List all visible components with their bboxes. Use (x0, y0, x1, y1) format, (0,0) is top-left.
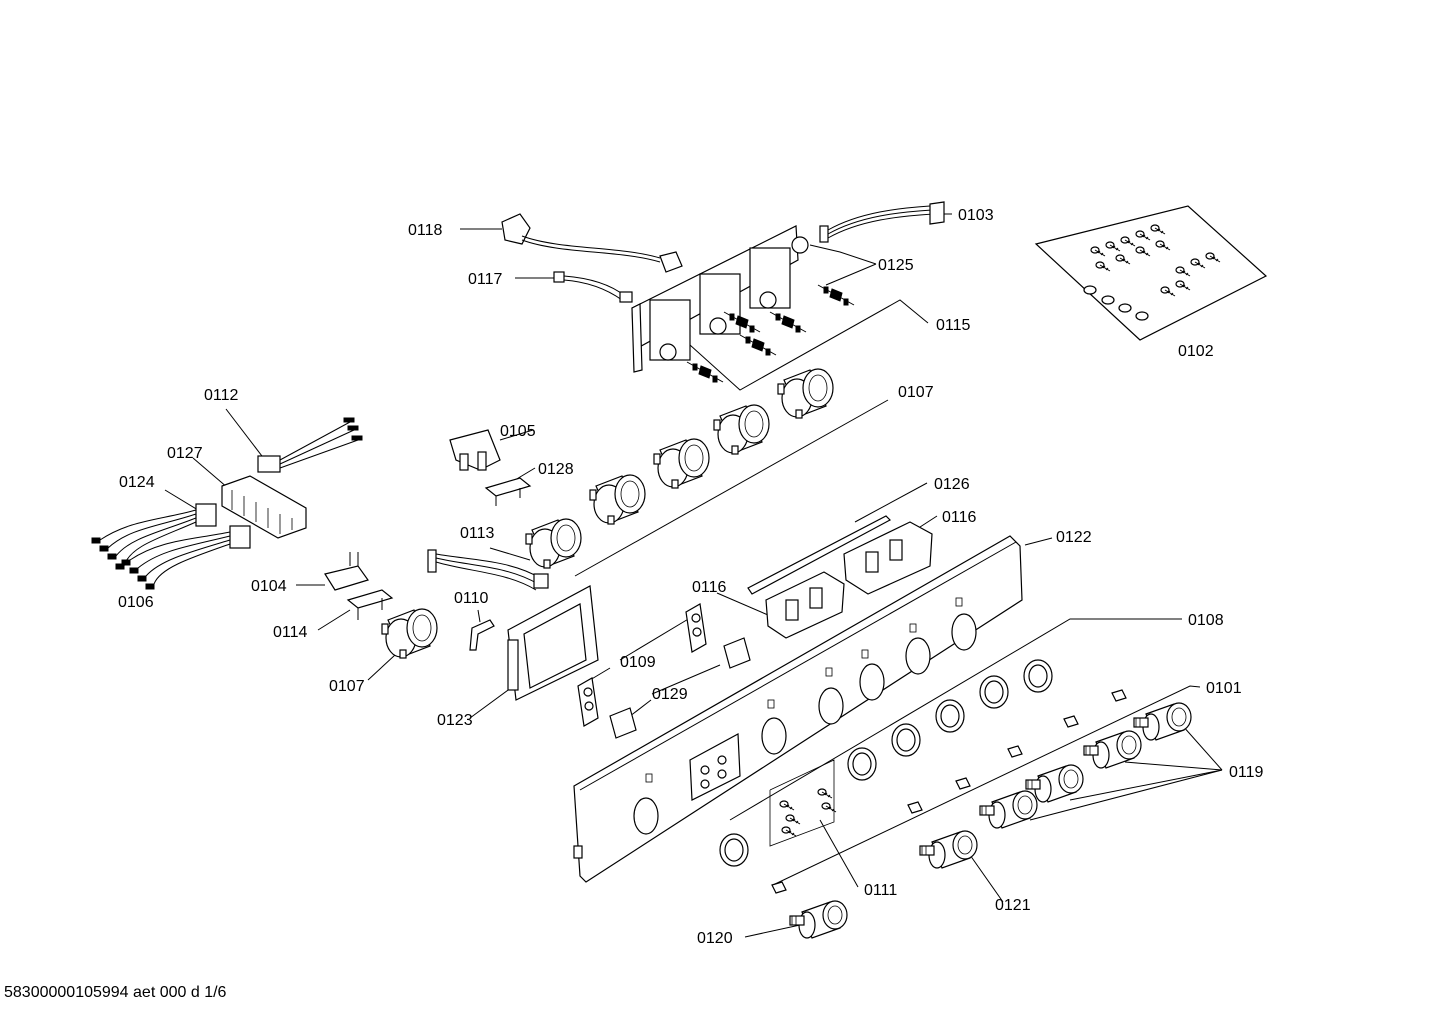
display-module-0123 (507, 585, 599, 701)
callout-0124: 0124 (119, 474, 155, 491)
callout-0104: 0104 (251, 578, 287, 595)
terminal-0116-left (765, 571, 845, 639)
cable-0103 (819, 201, 945, 243)
callout-0126: 0126 (934, 476, 970, 493)
screws-0111 (769, 759, 837, 847)
harness-0118 (501, 213, 683, 273)
callout-0110: 0110 (454, 590, 489, 607)
light-guide-0109-upper (685, 603, 707, 653)
callout-0105: 0105 (500, 423, 536, 440)
callout-0116-left: 0116 (692, 579, 727, 596)
callout-0118: 0118 (408, 222, 443, 239)
callout-0117: 0117 (468, 271, 503, 288)
callout-0129: 0129 (652, 686, 688, 703)
callout-0103: 0103 (958, 207, 994, 224)
callout-0102: 0102 (1178, 343, 1214, 360)
callout-0128: 0128 (538, 461, 574, 478)
control-module-0115 (631, 225, 855, 383)
callout-0125: 0125 (878, 257, 914, 274)
callout-0109: 0109 (620, 654, 656, 671)
strip-0126 (747, 515, 891, 595)
knob-0121 (919, 830, 978, 869)
switch-0105 (449, 429, 501, 471)
callout-0121: 0121 (995, 897, 1031, 914)
callout-0116-right: 0116 (942, 509, 977, 526)
callout-0112: 0112 (204, 387, 239, 404)
switch-0129-lower (609, 707, 637, 739)
fascia-panel-0122 (573, 535, 1023, 883)
callout-0106: 0106 (118, 594, 154, 611)
light-guide-0109-lower (577, 677, 599, 727)
harness-0117 (553, 271, 633, 303)
screw-bag-0102 (1034, 205, 1268, 341)
callout-0127: 0127 (167, 445, 203, 462)
callout-0108: 0108 (1188, 612, 1224, 629)
knob-holders-0107 (381, 368, 834, 659)
callout-0123: 0123 (437, 712, 473, 729)
callout-labels: 0118 0117 0103 0125 0115 0102 0107 0112 … (118, 207, 1264, 947)
callout-0114: 0114 (273, 624, 308, 641)
callout-0101: 0101 (1206, 680, 1242, 697)
clip-0110 (469, 619, 495, 651)
harness-0106 (121, 525, 251, 590)
bracket-0128 (484, 477, 532, 506)
terminal-0116-right (843, 521, 933, 595)
callout-0113: 0113 (460, 525, 495, 542)
callout-0120: 0120 (697, 930, 733, 947)
knob-0120 (789, 900, 848, 939)
cable-0113 (427, 549, 549, 591)
switch-0129-upper (723, 637, 751, 669)
callout-0115: 0115 (936, 317, 971, 334)
callout-0111: 0111 (864, 882, 897, 899)
knobs-0119 (979, 702, 1192, 829)
leader-lines (164, 213, 1223, 938)
terminal-block-0127 (221, 475, 307, 539)
bracket-0104 (324, 552, 369, 591)
bracket-0114 (346, 589, 394, 620)
harness-0124 (91, 503, 217, 570)
callout-0119: 0119 (1229, 764, 1264, 781)
callout-0107-left: 0107 (329, 678, 365, 695)
callout-0107-top: 0107 (898, 384, 934, 401)
callout-0122: 0122 (1056, 529, 1092, 546)
harness-0112 (257, 417, 363, 473)
document-footer-id: 58300000105994 aet 000 d 1/6 (4, 984, 227, 1001)
